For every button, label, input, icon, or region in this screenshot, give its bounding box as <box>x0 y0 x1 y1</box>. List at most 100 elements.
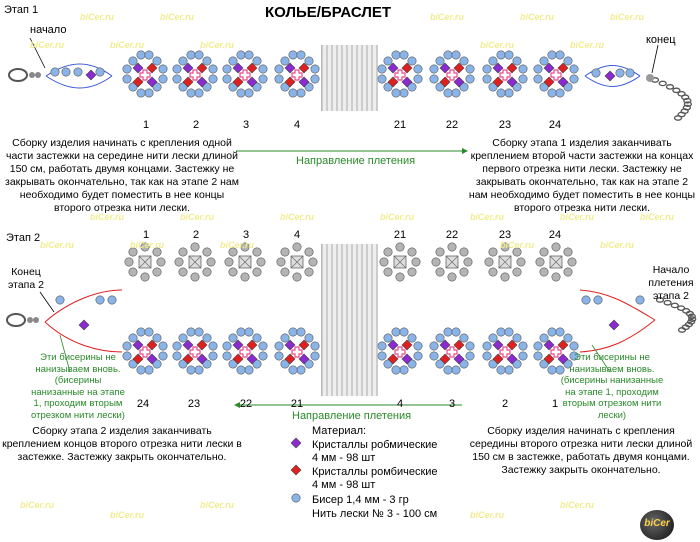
bead <box>451 365 461 375</box>
bead <box>222 64 232 74</box>
bead <box>407 82 417 92</box>
bead <box>383 359 393 369</box>
gray-square-line <box>290 255 304 269</box>
watermark: biCer.ru <box>160 12 195 22</box>
bead <box>122 64 132 74</box>
crystal <box>182 62 194 74</box>
bead <box>496 50 506 60</box>
bead <box>228 82 238 92</box>
crystal <box>604 70 616 82</box>
chain-link-icon <box>677 327 687 333</box>
bead <box>539 333 549 343</box>
gray-bead <box>563 267 573 277</box>
bead <box>228 56 238 66</box>
gray-bead <box>435 247 445 257</box>
bead <box>288 365 298 375</box>
crystal <box>506 76 518 88</box>
bead <box>310 351 320 361</box>
gray-bead <box>431 257 441 267</box>
bead <box>443 88 453 98</box>
crystal <box>132 76 144 88</box>
crystal <box>85 69 97 81</box>
bead <box>547 327 557 337</box>
gray-bead <box>304 247 314 257</box>
bead <box>496 327 506 337</box>
bead <box>186 327 196 337</box>
bead <box>128 359 138 369</box>
watermark: biCer.ru <box>220 240 255 250</box>
pointer-line <box>651 44 659 74</box>
crystal <box>401 76 413 88</box>
material-name: Бисер 1,4 мм - 3 гр <box>312 494 409 506</box>
gray-bead <box>551 272 561 282</box>
bead <box>435 333 445 343</box>
gray-bead <box>240 272 250 282</box>
watermark: biCer.ru <box>520 12 555 22</box>
bead <box>435 56 445 66</box>
watermark: biCer.ru <box>20 500 55 510</box>
gray-bead <box>463 257 473 267</box>
bead <box>304 82 314 92</box>
chain-link-icon <box>683 101 692 108</box>
gray-bead <box>488 247 498 257</box>
gray-bead <box>206 257 216 267</box>
crystal <box>246 353 258 365</box>
pointer-line <box>59 334 71 373</box>
crystal <box>543 339 555 351</box>
gray-bead <box>152 247 162 257</box>
watermark: biCer.ru <box>610 12 645 22</box>
bead <box>465 341 475 351</box>
crystal <box>387 339 399 351</box>
stage2-number: 1 <box>142 229 150 241</box>
stage2-number: 2 <box>501 398 509 410</box>
clasp-icon <box>6 313 26 327</box>
bead <box>310 64 320 74</box>
bead <box>304 333 314 343</box>
gray-bead <box>256 257 266 267</box>
stage2-number: 2 <box>192 229 200 241</box>
bead <box>465 74 475 84</box>
bead <box>482 351 492 361</box>
bead <box>288 50 298 60</box>
material-spec: 4 мм - 98 шт <box>312 479 376 491</box>
gray-bead <box>202 247 212 257</box>
gray-bead <box>190 272 200 282</box>
material-name: Кристаллы робмические <box>312 439 438 451</box>
gray-square-line <box>393 255 407 269</box>
bead <box>482 74 492 84</box>
logo-text: biCer <box>644 518 670 529</box>
bead <box>413 341 423 351</box>
bead <box>208 74 218 84</box>
gray-bead <box>447 242 457 252</box>
bead <box>252 56 262 66</box>
bead <box>296 88 306 98</box>
gray-bead <box>224 257 234 267</box>
watermark: biCer.ru <box>80 12 115 22</box>
cross-center <box>139 346 151 358</box>
crystal <box>146 353 158 365</box>
gray-bead <box>152 267 162 277</box>
bead <box>533 74 543 84</box>
cross-center <box>239 346 251 358</box>
bead <box>144 327 154 337</box>
bead <box>459 359 469 369</box>
bead <box>296 50 306 60</box>
bead <box>459 333 469 343</box>
bead <box>465 64 475 74</box>
bead <box>107 295 117 305</box>
gray-bead <box>535 257 545 267</box>
crystal <box>146 76 158 88</box>
crystal <box>506 62 518 74</box>
gray-bead <box>276 257 286 267</box>
stage1-number: 22 <box>445 119 459 131</box>
bead <box>202 56 212 66</box>
crystal <box>298 353 310 365</box>
crystal <box>232 62 244 74</box>
bead <box>186 50 196 60</box>
bead <box>55 295 65 305</box>
bead <box>310 74 320 84</box>
chain-link-icon <box>688 316 697 322</box>
bead <box>172 351 182 361</box>
bead <box>563 333 573 343</box>
bead <box>451 50 461 60</box>
